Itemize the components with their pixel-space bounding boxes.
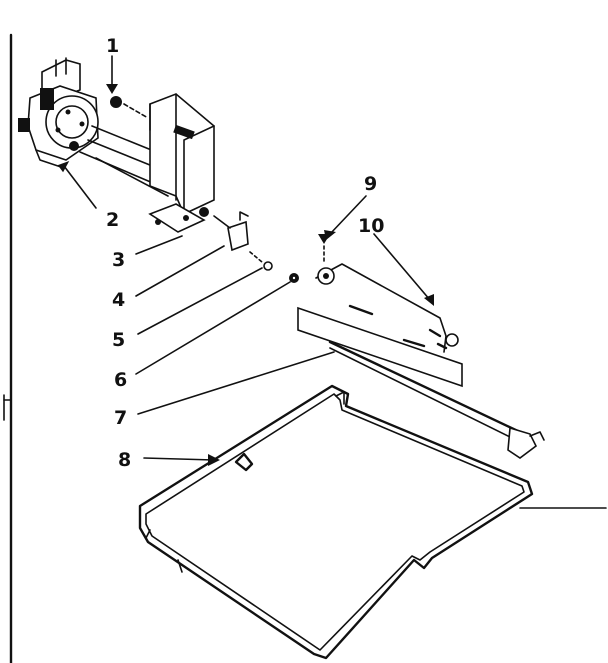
clip — [213, 211, 249, 252]
callout-9: 9 — [364, 173, 377, 195]
callout-3: 3 — [112, 249, 125, 271]
callout-6: 6 — [114, 369, 127, 391]
wire-shelf — [138, 384, 534, 660]
timer-motor-assembly — [18, 57, 99, 169]
callout-5: 5 — [112, 329, 125, 351]
callout-7: 7 — [114, 407, 127, 429]
callout-2: 2 — [106, 209, 119, 231]
cabinet-edge — [3, 33, 13, 663]
screw — [110, 96, 149, 119]
callout-1: 1 — [106, 35, 119, 57]
callout-10: 10 — [358, 215, 384, 237]
washers — [249, 251, 299, 283]
arm-rod — [328, 340, 545, 459]
rod-bracket — [297, 263, 463, 388]
mounting-bracket — [148, 93, 215, 233]
leader-lines — [57, 55, 434, 466]
callout-4: 4 — [112, 289, 125, 311]
callout-8: 8 — [118, 449, 131, 471]
screw-9 — [318, 234, 330, 265]
callout-labels: 1 2 3 4 5 6 7 8 9 10 — [106, 35, 384, 471]
